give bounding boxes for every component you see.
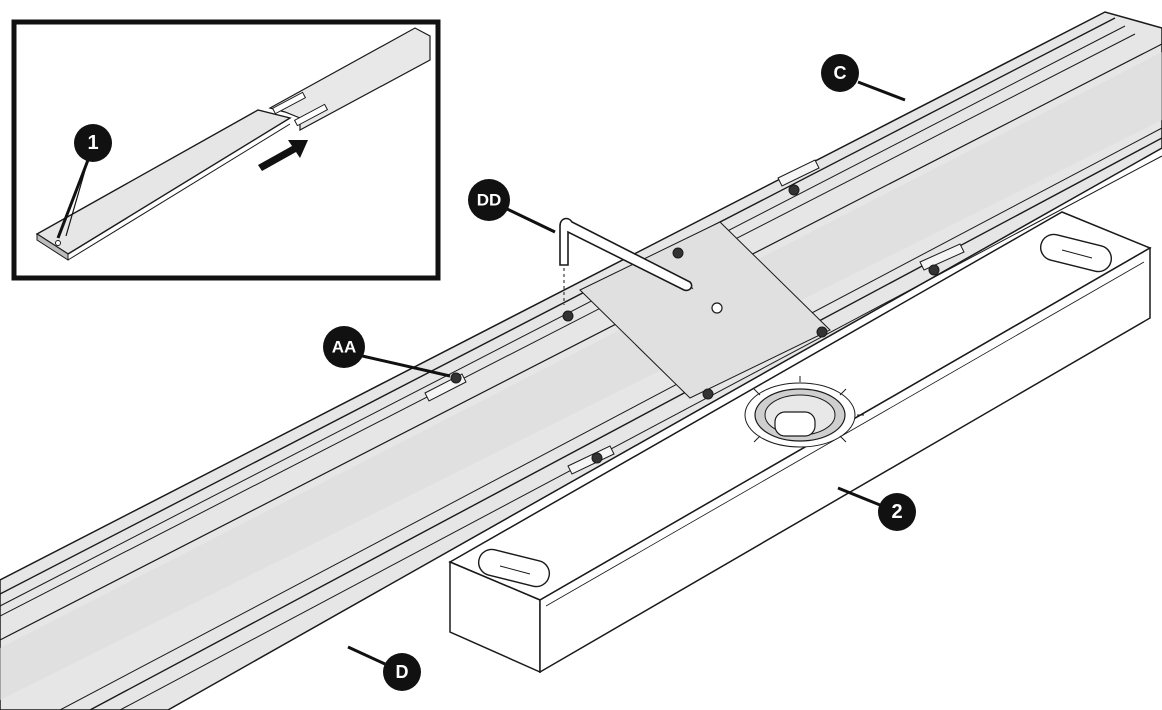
callout-part-aa: AA <box>323 326 451 378</box>
callout-part-dd: DD <box>468 179 556 234</box>
callout-label: D <box>396 662 409 682</box>
callout-label: 2 <box>891 501 902 523</box>
rail-channel-line <box>0 43 1162 641</box>
screw-icon <box>591 452 603 464</box>
foot-slot <box>477 548 551 588</box>
rail-edge-line <box>119 155 1162 710</box>
inset-rail <box>268 27 431 132</box>
allen-key-icon <box>559 217 694 305</box>
foot-side-face <box>539 246 1151 674</box>
foot-base <box>448 211 1152 674</box>
callout-label: DD <box>477 191 502 210</box>
callout-label: AA <box>332 338 357 357</box>
screw-icon <box>928 264 940 276</box>
rail-edge-line <box>89 137 1162 710</box>
rail-slot <box>777 159 820 187</box>
inset-bar-edge <box>67 123 291 261</box>
screw-icon <box>672 247 684 259</box>
rail-edge-line <box>0 33 1136 617</box>
rail-edge-line <box>59 127 1162 710</box>
callout-part-d: D <box>347 645 421 691</box>
callout-label: C <box>834 63 847 83</box>
screw-icon <box>702 388 714 400</box>
foot-slot <box>1039 233 1113 273</box>
screw-icon <box>816 326 828 338</box>
rail-lower-face <box>0 52 1162 700</box>
screw-icon <box>788 184 800 196</box>
screw-icon <box>711 302 723 314</box>
screw-icon <box>562 310 574 322</box>
callout-part-c: C <box>821 54 906 102</box>
rail-slot <box>919 243 965 271</box>
screw-icon <box>450 372 462 384</box>
callout-label: 1 <box>87 132 98 154</box>
inset-connector <box>271 91 329 127</box>
push-arrow-icon <box>258 140 308 171</box>
caster-wheel-icon <box>744 376 864 448</box>
callout-step-1: 1 <box>56 124 112 239</box>
callout-step-2: 2 <box>837 486 916 531</box>
screw-icon <box>55 240 61 246</box>
rail-edge-line <box>0 17 1116 595</box>
